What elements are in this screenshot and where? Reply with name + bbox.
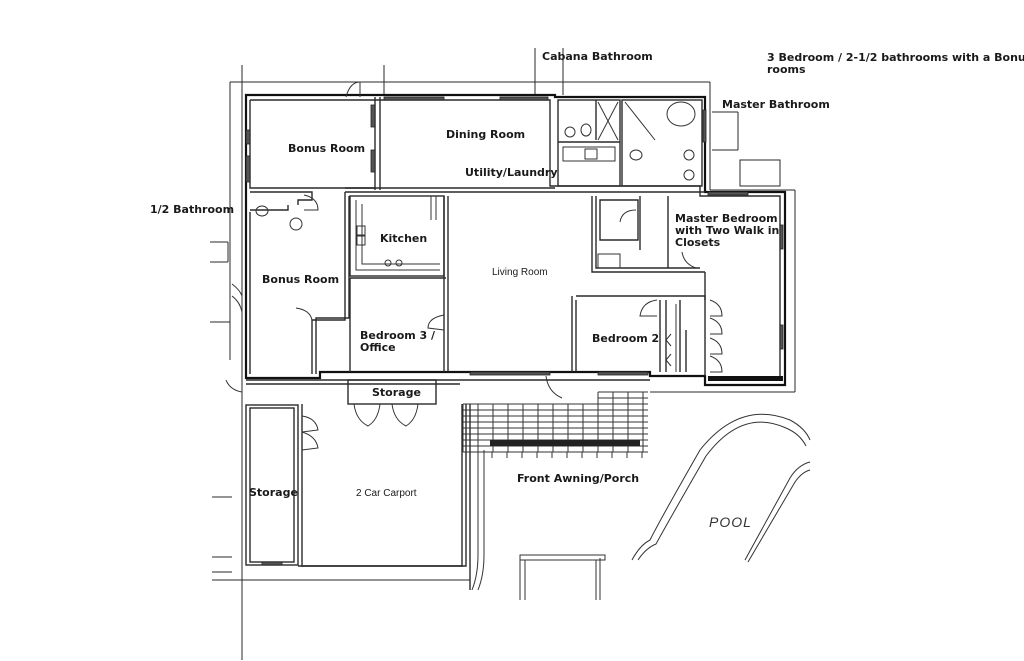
summary-line-2: rooms (767, 63, 806, 76)
summary-line-1: 3 Bedroom / 2-1/2 bathrooms with a Bonus (767, 51, 1024, 64)
label-porch: Front Awning/Porch (517, 472, 639, 485)
room-labels: 3 Bedroom / 2-1/2 bathrooms with a Bonus… (150, 50, 1024, 530)
label-bedroom2: Bedroom 2 (592, 332, 659, 345)
label-master-bedroom-2: with Two Walk in (675, 224, 779, 237)
label-utility-laundry: Utility/Laundry (465, 166, 558, 179)
pool-outline (519, 413, 811, 600)
label-half-bathroom: 1/2 Bathroom (150, 203, 234, 216)
label-living-room: Living Room (492, 267, 548, 278)
label-bedroom3-2: Office (360, 341, 396, 354)
label-bonus-room-top: Bonus Room (288, 142, 365, 155)
label-storage-center: Storage (372, 386, 421, 399)
label-cabana-bathroom: Cabana Bathroom (542, 50, 653, 63)
porch-awning (462, 391, 648, 458)
label-bedroom3-1: Bedroom 3 / (360, 329, 436, 342)
label-carport: 2 Car Carport (356, 488, 417, 499)
label-dining-room: Dining Room (446, 128, 525, 141)
label-master-bedroom-1: Master Bedroom (675, 212, 778, 225)
label-kitchen: Kitchen (380, 232, 427, 245)
label-bonus-room-left: Bonus Room (262, 273, 339, 286)
label-master-bedroom-3: Closets (675, 236, 721, 249)
label-pool: POOL (709, 514, 752, 530)
label-master-bathroom: Master Bathroom (722, 98, 830, 111)
label-storage-left: Storage (249, 486, 298, 499)
house-walls (225, 81, 787, 399)
carport-structure (245, 379, 650, 591)
reference-lines (210, 48, 796, 660)
